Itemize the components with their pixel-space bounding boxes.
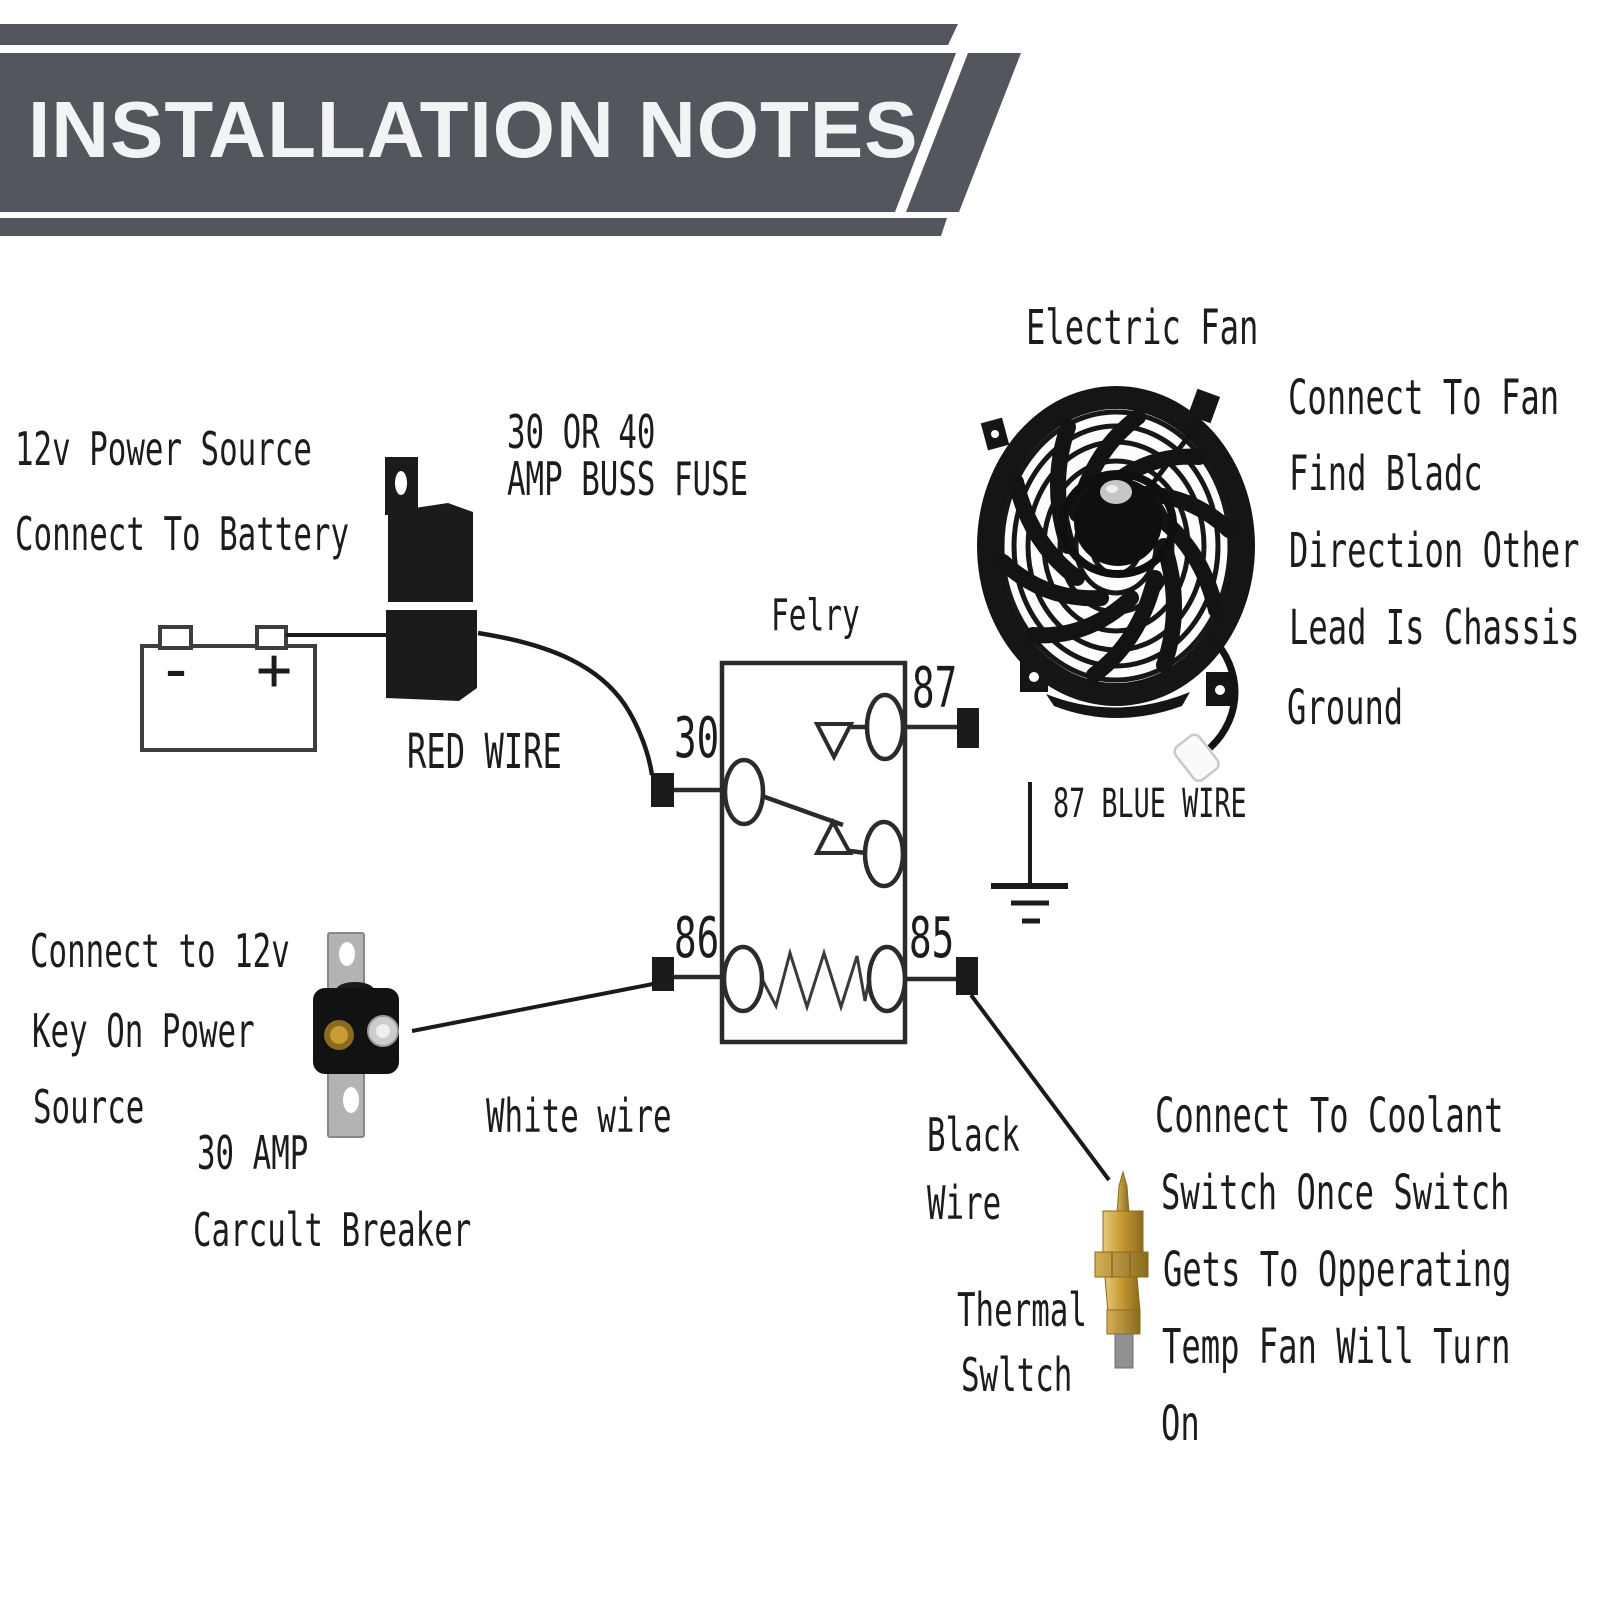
breaker-screw-silver-center	[376, 1024, 390, 1038]
relay-pin-label-30: 30	[674, 706, 720, 771]
key-power-line2: Key On Power	[32, 1004, 255, 1058]
fan-pigtail-wire	[1207, 635, 1239, 751]
relay-contact87-triangle	[813, 722, 855, 762]
red-wire-curve	[477, 630, 655, 776]
red-wire-label: RED WIRE	[407, 724, 562, 780]
black-wire-label-line1: Black	[927, 1108, 1020, 1162]
thermal-caption-line1: Thermal	[957, 1283, 1087, 1337]
fan-hub-ring	[1059, 470, 1177, 578]
relay-terminal-30	[651, 773, 674, 807]
thermal-pin	[1116, 1170, 1130, 1214]
battery-caption-line2: Connect To Battery	[15, 507, 349, 561]
page-title: INSTALLATION NOTES	[28, 85, 919, 174]
relay	[651, 660, 979, 1045]
thermal-switch	[1094, 1170, 1149, 1369]
fan-wire-connector	[1173, 733, 1220, 782]
thermal-lower-body	[1106, 1309, 1141, 1335]
thermal-hex-collar	[1094, 1251, 1149, 1278]
black-wire-label-line2: Wire	[927, 1176, 1002, 1230]
relay-coil	[760, 947, 871, 1013]
fan-mount-tabs	[980, 388, 1234, 718]
battery-body	[140, 644, 317, 752]
relay-contact87a-triangle	[813, 817, 854, 855]
fan-note-line5: Ground	[1287, 680, 1404, 736]
thermal-probe	[1114, 1333, 1134, 1369]
breaker-hole-bottom	[343, 1087, 359, 1113]
battery-terminal-pos	[255, 625, 288, 650]
chassis-ground-symbol	[991, 782, 1068, 924]
breaker-caption-line2: Carcult Breaker	[193, 1203, 472, 1257]
fan-note-line1: Connect To Fan	[1288, 370, 1560, 426]
relay-terminal-87	[957, 708, 979, 748]
breaker-caption-line1: 30 AMP	[197, 1126, 309, 1180]
electric-fan	[977, 386, 1255, 782]
white-wire-label: White wire	[486, 1089, 672, 1143]
relay-pin85-circle	[866, 944, 908, 1014]
relay-pin-label-87: 87	[912, 656, 958, 721]
battery: - +	[140, 625, 317, 752]
fuse-tab-hole	[395, 471, 407, 495]
thermal-cylinder	[1102, 1210, 1144, 1255]
white-wire-line	[411, 981, 659, 1033]
breaker-screw-brass-center	[330, 1026, 348, 1044]
battery-minus-symbol: -	[157, 633, 196, 707]
relay-pin87-circle	[864, 692, 906, 762]
relay-pin-label-86: 86	[674, 906, 720, 971]
relay-title: Felry	[771, 590, 860, 641]
battery-caption-line1: 12v Power Source	[15, 422, 312, 476]
relay-switch-arm	[761, 793, 844, 828]
breaker-hole-top	[339, 942, 355, 966]
banner-bottom-stripe	[0, 218, 947, 236]
blue-wire-label: 87 BLUE WIRE	[1053, 781, 1247, 827]
fan-hub-cap-glint	[1106, 485, 1118, 493]
relay-pin87a-circle	[862, 819, 906, 889]
black-wire-line	[969, 993, 1111, 1182]
battery-terminal-neg	[158, 625, 193, 650]
relay-terminal-86	[652, 957, 674, 991]
coolant-note-line2: Switch Once Switch	[1161, 1165, 1510, 1221]
coolant-note-line4: Temp Fan Will Turn	[1162, 1319, 1511, 1375]
header-banner	[0, 24, 1021, 236]
fuse-holder	[385, 457, 477, 701]
fuse-lower-block	[386, 610, 477, 701]
banner-top-stripe	[0, 24, 958, 45]
relay-terminal-85	[956, 957, 978, 995]
key-power-line3: Source	[33, 1080, 145, 1134]
thermal-caption-line2: Swltch	[961, 1348, 1073, 1402]
banner-main	[0, 53, 956, 212]
relay-pin30-circle	[722, 757, 766, 827]
battery-plus-symbol: +	[256, 635, 292, 705]
banner-slash	[906, 53, 1021, 212]
breaker-body	[313, 988, 399, 1074]
thermal-mid-body	[1104, 1276, 1141, 1314]
fuse-upper-block	[388, 503, 473, 602]
fuse-caption-line1: 30 OR 40	[507, 405, 656, 459]
coolant-note-line1: Connect To Coolant	[1155, 1088, 1504, 1144]
fan-title: Electric Fan	[1026, 300, 1259, 356]
fuse-caption-line2: AMP BUSS FUSE	[507, 452, 749, 506]
key-power-line1: Connect to 12v	[30, 924, 290, 978]
fan-note-line3: Direction Other	[1289, 523, 1580, 579]
fan-note-line4: Lead Is Chassis	[1289, 600, 1580, 656]
relay-pin-label-85: 85	[909, 906, 955, 971]
fan-note-line2: Find Bladc	[1289, 446, 1483, 502]
coolant-note-line3: Gets To Opperating	[1163, 1242, 1512, 1298]
coolant-note-line5: On	[1161, 1396, 1200, 1452]
relay-pin86-circle	[721, 944, 765, 1014]
fan-hub	[1074, 478, 1162, 566]
circuit-breaker	[313, 932, 399, 1138]
fan-hub-cap	[1100, 480, 1132, 504]
